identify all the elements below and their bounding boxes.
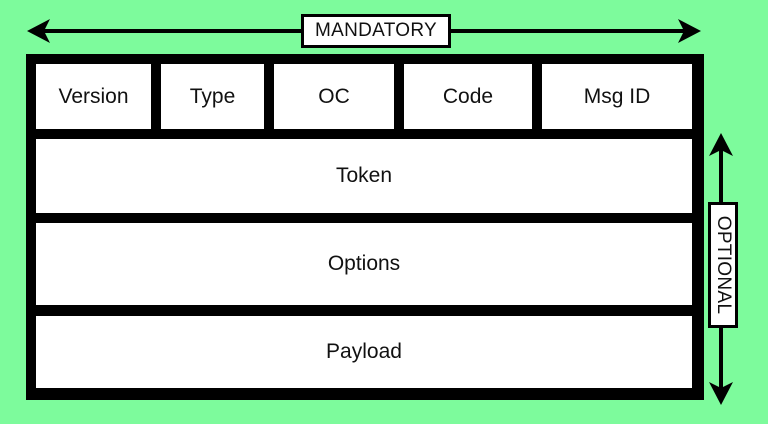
row-payload: Payload bbox=[36, 316, 692, 388]
field-code: Code bbox=[404, 64, 532, 129]
row-options: Options bbox=[36, 223, 692, 305]
arrowhead-right bbox=[678, 19, 701, 43]
field-code-label: Code bbox=[442, 84, 494, 108]
arrowhead-left bbox=[27, 19, 50, 43]
packet-frame: Version Type OC Code Msg ID Token Option… bbox=[26, 54, 704, 400]
row-payload-label: Payload bbox=[326, 340, 402, 363]
row-options-label: Options bbox=[327, 252, 401, 275]
mandatory-label: MANDATORY bbox=[315, 20, 437, 41]
field-type-label: Type bbox=[189, 84, 236, 108]
row-token: Token bbox=[36, 139, 692, 213]
field-msg-id-label: Msg ID bbox=[583, 84, 651, 108]
row-token-label: Token bbox=[335, 164, 393, 187]
field-msg-id: Msg ID bbox=[542, 64, 692, 129]
arrowhead-up bbox=[709, 133, 733, 156]
optional-label: OPTIONAL bbox=[713, 215, 735, 315]
mandatory-label-box: MANDATORY bbox=[301, 14, 451, 48]
field-version-label: Version bbox=[58, 84, 129, 108]
field-version: Version bbox=[36, 64, 151, 129]
field-oc: OC bbox=[274, 64, 394, 129]
field-type: Type bbox=[161, 64, 264, 129]
arrowhead-down bbox=[709, 382, 733, 405]
field-oc-label: OC bbox=[318, 84, 350, 108]
optional-label-box: OPTIONAL bbox=[708, 202, 738, 328]
